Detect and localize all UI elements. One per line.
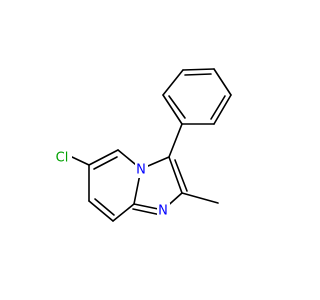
bond-c5-c6	[88, 149, 119, 166]
bond-c7-c8	[88, 200, 114, 222]
bond-ph4-ph5-inner	[210, 95, 226, 120]
bridgehead-nitrogen-atom: N	[135, 162, 148, 178]
imine-nitrogen-label: N	[158, 204, 168, 219]
structure-canvas: Cl N N	[50, 68, 232, 222]
bond-ph6-ph1-inner	[168, 95, 186, 119]
bond-n1-c8a-inner	[132, 208, 162, 216]
bond-c6-cl	[71, 156, 90, 166]
bond-ph6-ph1	[162, 94, 183, 125]
bond-c2-methyl	[181, 192, 219, 204]
bridgehead-nitrogen-label: N	[136, 163, 146, 178]
bond-ph1-ph2	[162, 69, 184, 96]
bond-ph2-ph3-inner	[184, 73, 212, 76]
chlorine-atom: Cl	[50, 149, 72, 167]
bond-ph-c3	[168, 123, 183, 158]
bond-c8-c8a	[112, 203, 135, 222]
imine-nitrogen-atom: N	[157, 203, 170, 219]
bonds	[71, 68, 232, 222]
atom-labels: Cl N N	[50, 149, 170, 219]
bond-ph2-ph3	[182, 68, 215, 71]
bond-ph4-ph5	[213, 94, 232, 125]
bond-c5-c6-inner	[93, 156, 118, 170]
bond-ph3-ph4	[213, 68, 232, 96]
molecule-structure: Cl N N	[50, 68, 232, 222]
chlorine-label: Cl	[56, 151, 69, 166]
bond-c7-c8-inner	[94, 198, 115, 216]
bond-c3-c2-inner	[174, 159, 188, 192]
bond-c3-c2	[168, 156, 183, 194]
